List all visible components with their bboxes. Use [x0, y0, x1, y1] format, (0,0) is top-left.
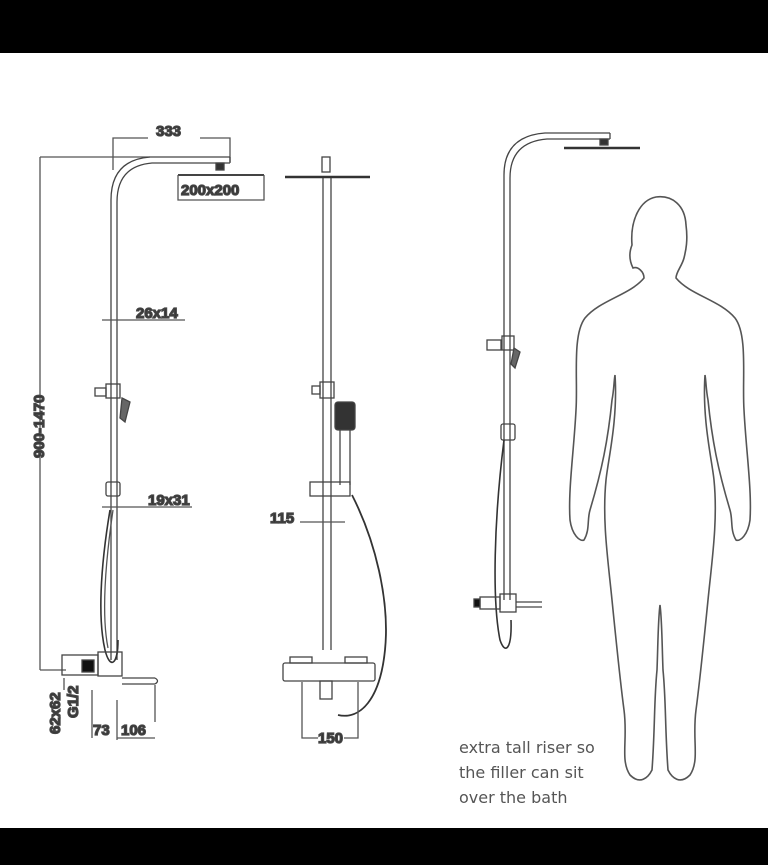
note-line-3: over the bath	[459, 788, 568, 807]
dim-slider-height: 115	[270, 510, 294, 527]
scale-view	[473, 132, 640, 649]
dim-spout-length: 106	[121, 722, 146, 739]
dim-height-range: 900-1470	[31, 395, 48, 458]
shower-diagram: 333 200x200 26x14 19x31 900-1470 62x62 G…	[30, 122, 752, 781]
dim-upper-riser: 26x14	[136, 305, 178, 322]
dim-offset: 73	[93, 722, 110, 739]
note-text: extra tall riser so the filler can sit o…	[459, 735, 629, 810]
note-line-1: extra tall riser so	[459, 738, 595, 757]
human-figure-outline	[568, 196, 752, 781]
front-view	[39, 137, 265, 740]
diagram-canvas: 333 200x200 26x14 19x31 900-1470 62x62 G…	[0, 53, 768, 828]
dim-head-size: 200x200	[181, 182, 239, 199]
dim-lower-riser: 19x31	[148, 492, 190, 509]
dim-arm-reach: 333	[156, 123, 181, 140]
note-line-2: the filler can sit	[459, 763, 584, 782]
dim-centres: 150	[318, 730, 343, 747]
side-view	[282, 156, 387, 739]
dim-valve-body: 62x62	[47, 692, 64, 734]
dim-inlet-thread: G1/2	[65, 685, 82, 718]
